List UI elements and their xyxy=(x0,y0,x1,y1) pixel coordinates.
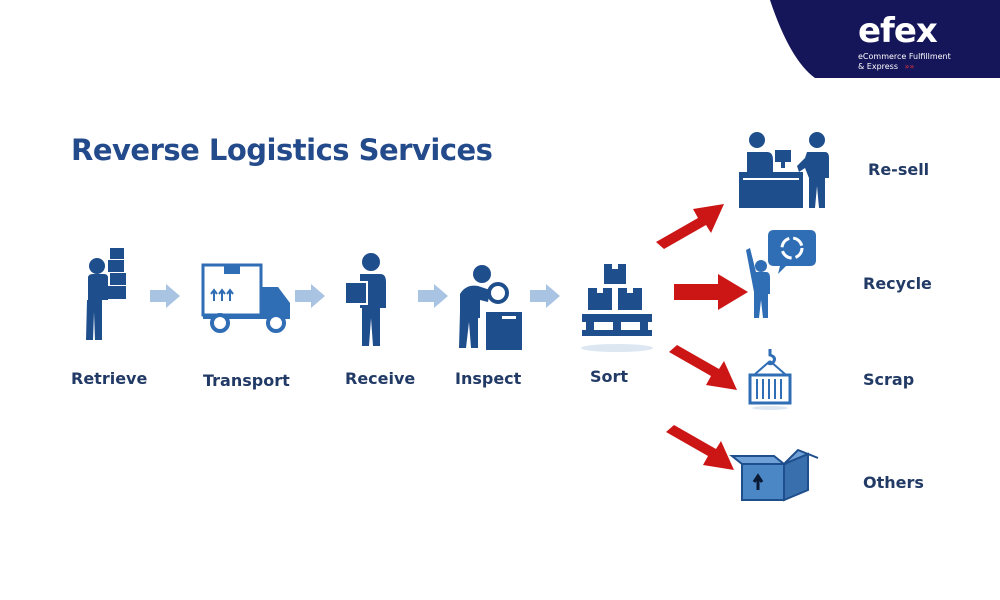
step-label-retrieve: Retrieve xyxy=(71,369,148,388)
worker-carrying-boxes-icon xyxy=(86,248,126,340)
brand-banner xyxy=(770,0,1000,78)
step-label-receive: Receive xyxy=(345,369,416,388)
person-recycle-bubble-icon xyxy=(746,230,816,318)
page-title: Reverse Logistics Services xyxy=(71,133,493,167)
branch-arrow-scrap-icon xyxy=(669,345,737,390)
branch-arrow-resell-icon xyxy=(656,204,724,249)
brand-tagline: eCommerce Fulfillment xyxy=(858,52,951,61)
outcome-label-scrap: Scrap xyxy=(863,370,915,389)
delivery-truck-icon xyxy=(201,263,290,333)
branch-arrow-recycle-icon xyxy=(674,274,748,310)
flow-arrow-icon xyxy=(530,284,560,308)
step-label-sort: Sort xyxy=(590,367,629,386)
step-label-inspect: Inspect xyxy=(455,369,522,388)
outcome-label-resell: Re-sell xyxy=(868,160,930,179)
brand-chevrons: »» xyxy=(904,62,915,71)
brand-tagline-2-text: & Express xyxy=(858,62,899,71)
container-hook-icon xyxy=(748,349,792,410)
pallet-boxes-icon xyxy=(581,264,653,352)
brand-tagline-2: & Express »» xyxy=(858,62,914,72)
worker-holding-box-icon xyxy=(344,253,386,346)
outcome-label-recycle: Recycle xyxy=(863,274,932,293)
flow-arrow-icon xyxy=(418,284,448,308)
open-box-icon xyxy=(729,448,819,502)
step-label-transport: Transport xyxy=(203,371,290,390)
shop-counter-icon xyxy=(739,132,829,208)
brand-logo[interactable]: efex xyxy=(858,11,938,51)
worker-magnifier-icon xyxy=(459,265,522,350)
branch-arrow-others-icon xyxy=(666,425,734,470)
flow-arrow-icon xyxy=(295,284,325,308)
flow-arrow-icon xyxy=(150,284,180,308)
outcome-label-others: Others xyxy=(863,473,924,492)
